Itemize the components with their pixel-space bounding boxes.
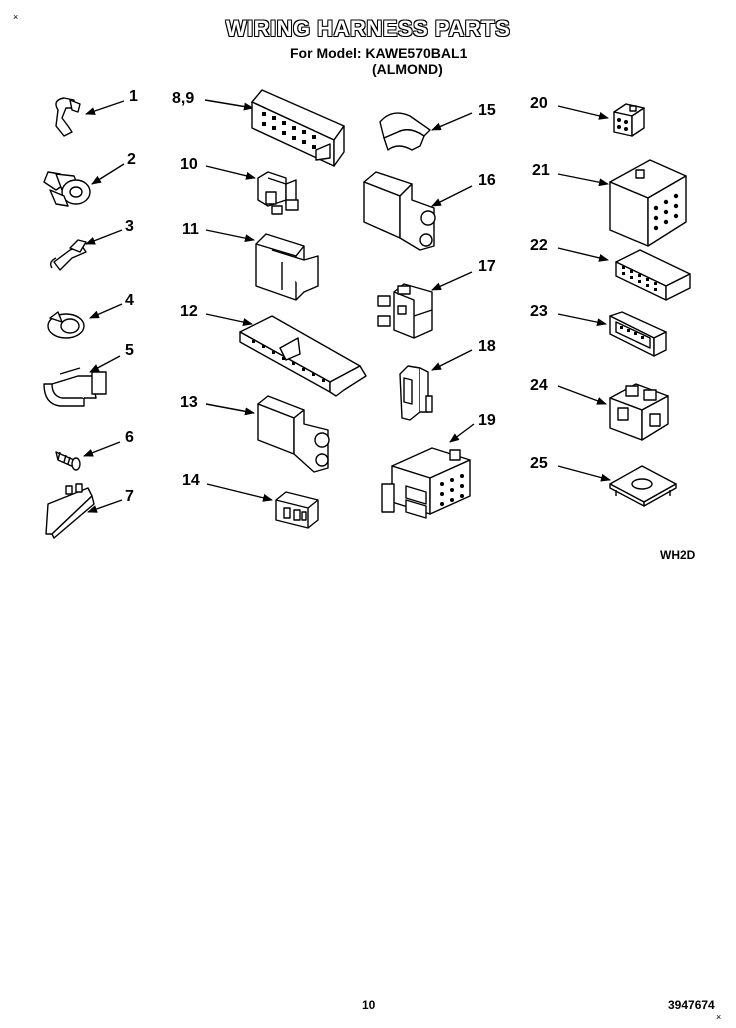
- part-19-connector-housing: [381, 447, 471, 519]
- page-number: 10: [362, 998, 376, 1012]
- arrow-17: [431, 271, 473, 291]
- label-24: 24: [530, 377, 548, 394]
- arrow-13: [205, 403, 255, 416]
- label-16: 16: [478, 172, 496, 189]
- label-2: 2: [127, 151, 136, 168]
- arrow-3: [85, 229, 123, 245]
- model-color: (ALMOND): [372, 61, 443, 77]
- label-20: 20: [530, 95, 548, 112]
- part-13-connector: [257, 395, 330, 473]
- part-25-plate: [609, 465, 677, 507]
- part-6-screw: [55, 451, 81, 471]
- part-24-housing: [609, 383, 669, 441]
- part-8-9-connector-block: [251, 89, 345, 167]
- part-16-connector: [363, 171, 436, 251]
- label-18: 18: [478, 338, 496, 355]
- arrow-19: [449, 423, 475, 443]
- part-18-bracket: [399, 365, 433, 421]
- part-20-small-block: [613, 103, 645, 137]
- corner-mark-bottom: ×: [716, 1012, 722, 1022]
- page-title: WIRING HARNESS PARTS: [225, 16, 511, 41]
- arrow-18: [431, 349, 473, 371]
- label-15: 15: [478, 102, 496, 119]
- leader-arrows: [83, 99, 611, 513]
- part-1-clip: [55, 97, 81, 137]
- label-25: 25: [530, 455, 548, 472]
- arrow-12: [205, 313, 253, 326]
- arrow-16: [431, 185, 473, 207]
- label-14: 14: [182, 472, 200, 489]
- label-12: 12: [180, 303, 198, 320]
- part-11-connector: [255, 233, 319, 301]
- label-13: 13: [180, 394, 198, 411]
- part-17-terminal-block: [377, 283, 433, 339]
- arrow-14: [206, 483, 273, 502]
- arrow-6: [83, 441, 121, 457]
- arrow-21: [557, 173, 609, 187]
- arrow-5: [89, 355, 121, 373]
- arrow-23: [557, 313, 607, 327]
- label-4: 4: [125, 292, 134, 309]
- part-2-clamp: [43, 171, 91, 207]
- label-11: 11: [182, 221, 199, 238]
- arrow-24: [557, 385, 607, 405]
- arrow-1: [85, 100, 125, 115]
- part-23-flat-connector: [609, 311, 667, 357]
- model-line: For Model: KAWE570BAL1: [290, 45, 468, 61]
- arrow-7: [87, 499, 123, 513]
- label-22: 22: [530, 237, 548, 254]
- part-21-large-block: [609, 159, 687, 247]
- part-3-wire-clip: [49, 239, 87, 271]
- arrow-22: [557, 247, 609, 262]
- document-number: 3947674: [668, 998, 715, 1012]
- part-4-ring: [47, 311, 85, 339]
- label-10: 10: [180, 156, 198, 173]
- part-15-cover: [379, 112, 431, 151]
- arrow-4: [89, 303, 123, 319]
- arrow-25: [557, 465, 611, 482]
- arrow-2: [91, 163, 125, 185]
- part-12-strip-connector: [239, 315, 367, 397]
- label-19: 19: [478, 412, 496, 429]
- part-10-connector: [257, 171, 299, 215]
- diagram-code: WH2D: [660, 548, 696, 562]
- label-5: 5: [125, 342, 134, 359]
- arrow-20: [557, 105, 609, 120]
- part-7-strip: [45, 483, 95, 539]
- part-22-ribbed-connector: [615, 249, 691, 301]
- arrow-15: [431, 112, 473, 131]
- label-6: 6: [125, 429, 134, 446]
- label-23: 23: [530, 303, 548, 320]
- label-17: 17: [478, 258, 496, 275]
- arrow-8-9: [204, 99, 254, 111]
- corner-mark-top: ×: [13, 12, 19, 22]
- part-14-connector: [275, 491, 319, 529]
- label-8-9: 8,9: [172, 90, 195, 107]
- label-1: 1: [129, 88, 138, 105]
- part-5-strap-clamp: [43, 367, 107, 407]
- label-7: 7: [125, 488, 134, 505]
- arrow-11: [205, 229, 255, 243]
- arrow-10: [205, 165, 256, 180]
- label-21: 21: [532, 162, 550, 179]
- label-3: 3: [125, 218, 134, 235]
